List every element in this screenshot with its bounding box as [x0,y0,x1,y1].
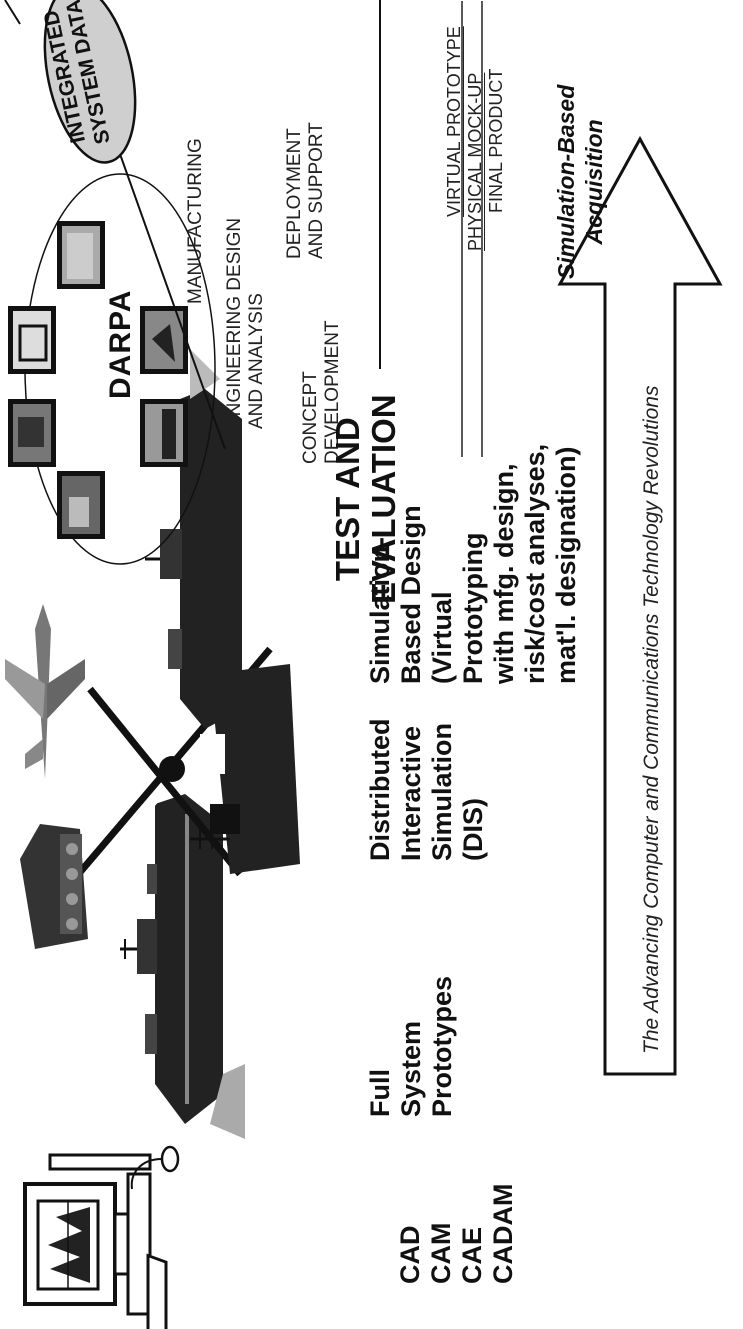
stage-line: (Virtual [427,444,458,684]
screen-thumbnail [8,306,56,374]
darpa-label: DARPA [104,290,138,399]
heading-line: EVALUATION [366,394,402,604]
stage-cad-cam: CAD CAM CAE CADAM [395,1184,519,1285]
phase-line: AND ANALYSIS [246,218,268,429]
version-final-product: FINAL PRODUCT [486,69,507,213]
jet-fighter-icon [5,604,85,779]
phase-line: CONCEPT [300,320,322,464]
stage-line: Full [365,976,396,1117]
version-virtual-prototype: VIRTUAL PROTOTYPE [444,26,465,217]
phase-manufacturing: MANUFACTURING [185,138,207,304]
phase-line: AND SUPPORT [306,122,328,259]
phase-line: ENGINEERING DESIGN [224,218,246,429]
stage-dis: Distributed Interactive Simulation (DIS) [365,718,489,861]
stage-line: CAD [395,1184,426,1285]
stage-line: Prototyping [458,444,489,684]
stage-line: Interactive [396,718,427,861]
stage-line: CAE [457,1184,488,1285]
heading-line: TEST AND [330,394,366,604]
screen-thumbnail [8,399,56,467]
network-hub [159,756,185,782]
stage-line: (DIS) [458,718,489,861]
sba-line: Simulation-Based [552,85,580,279]
stage-line: CADAM [488,1184,519,1285]
stage-line: Distributed [365,718,396,861]
screen-thumbnail [140,399,188,467]
stage-line: System [396,976,427,1117]
tank-icon [20,824,88,949]
screen-thumbnail [57,221,105,289]
warship-icon-full-system [120,794,245,1139]
stage-line: with mfg. design, [489,444,520,684]
sba-line: Acquisition [580,85,608,279]
stage-line: CAM [426,1184,457,1285]
screen-thumbnail [57,471,105,539]
version-physical-mock-up: PHYSICAL MOCK-UP [465,73,486,251]
stage-line: Prototypes [427,976,458,1117]
arrow-caption: The Advancing Computer and Communication… [640,386,664,1054]
stage-line: mat'l. designation) [551,444,582,684]
test-and-evaluation-heading: TEST AND EVALUATION [330,394,402,604]
stage-line: Simulation [427,718,458,861]
simulation-based-acquisition-label: Simulation-Based Acquisition [552,85,608,279]
phase-line: DEPLOYMENT [284,122,306,259]
stage-full-system-prototypes: Full System Prototypes [365,976,458,1117]
phase-engineering-design: ENGINEERING DESIGN AND ANALYSIS [224,218,268,429]
stage-line: risk/cost analyses, [520,444,551,684]
phase-deployment-support: DEPLOYMENT AND SUPPORT [284,122,328,259]
screen-thumbnail [140,306,188,374]
computer-workstation-icon [25,1147,178,1329]
